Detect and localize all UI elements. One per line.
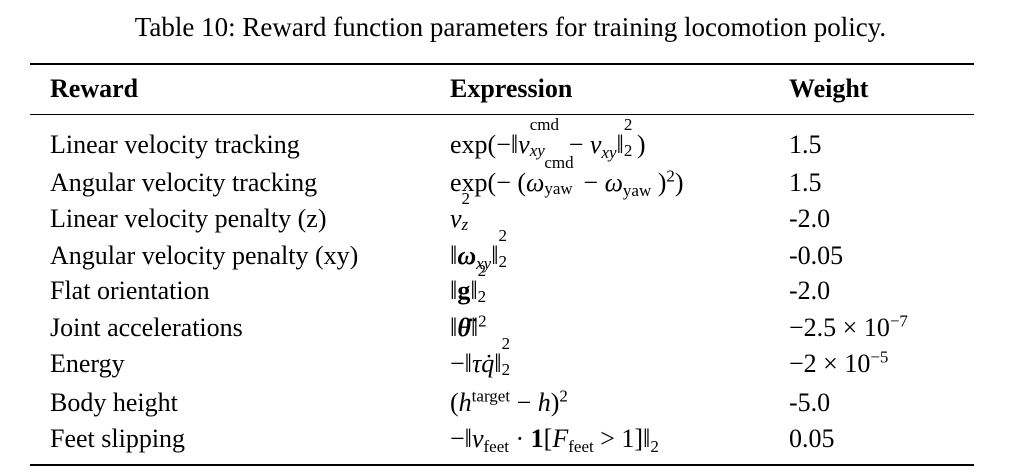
reward-weight: 1.5 xyxy=(789,130,822,159)
reward-name: Angular velocity penalty (xy) xyxy=(50,241,359,270)
reward-name: Angular velocity tracking xyxy=(50,168,318,197)
reward-expression: ‖θ̈‖2 xyxy=(450,311,487,342)
reward-weight: -5.0 xyxy=(789,388,831,417)
table-row: Body height (htarget − h)2 -5.0 xyxy=(0,386,1021,420)
table-caption: Table 10: Reward function parameters for… xyxy=(134,12,887,42)
table-row: Feet slipping −‖vfeet · 1[Ffeet > 1]‖2 0… xyxy=(0,422,1021,456)
reward-name: Linear velocity tracking xyxy=(50,130,300,159)
reward-weight: 0.05 xyxy=(789,424,835,453)
reward-expression: (htarget − h)2 xyxy=(450,386,568,417)
top-rule xyxy=(30,63,974,65)
bottom-rule xyxy=(30,464,974,466)
reward-weight: −2.5 × 10−7 xyxy=(789,311,908,342)
header-rule xyxy=(30,114,974,115)
header-expression: Expression xyxy=(450,74,573,103)
reward-weight: -0.05 xyxy=(789,241,844,270)
header-reward: Reward xyxy=(50,74,139,103)
reward-weight: -2.0 xyxy=(789,276,831,305)
reward-name: Flat orientation xyxy=(50,276,210,305)
reward-name: Energy xyxy=(50,349,125,378)
reward-name: Joint accelerations xyxy=(50,313,243,342)
reward-weight: −2 × 10−5 xyxy=(789,347,889,378)
reward-name: Feet slipping xyxy=(50,424,186,453)
reward-weight: -2.0 xyxy=(789,204,831,233)
reward-name: Linear velocity penalty (z) xyxy=(50,204,327,233)
reward-weight: 1.5 xyxy=(789,168,822,197)
reward-expression: −‖vfeet · 1[Ffeet > 1]‖2 xyxy=(450,424,659,457)
header-weight: Weight xyxy=(789,74,869,103)
reward-name: Body height xyxy=(50,388,178,417)
table-row: Joint accelerations ‖θ̈‖2 −2.5 × 10−7 xyxy=(0,311,1021,345)
